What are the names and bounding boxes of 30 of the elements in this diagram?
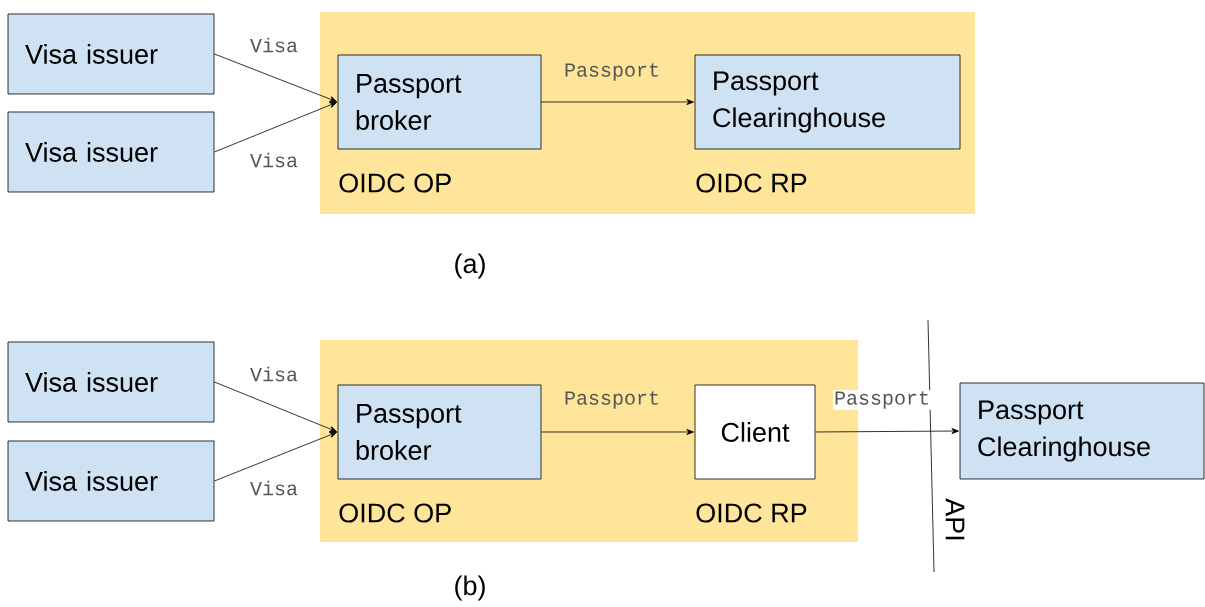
edge-label: Passport xyxy=(565,391,658,409)
arrow xyxy=(541,429,694,435)
process-box: Visa issuer xyxy=(7,440,215,522)
caption-text: (a) xyxy=(455,253,485,279)
edge-label: Visa xyxy=(250,366,298,382)
process-box: Visa issuer xyxy=(7,111,215,193)
arrow xyxy=(541,99,694,105)
process-box: Passport Clearinghouse xyxy=(694,54,961,150)
edge-label: Passport xyxy=(835,391,928,409)
caption-text: OIDC OP xyxy=(339,173,451,193)
process-box: Passport broker xyxy=(337,54,542,150)
caption-text: API xyxy=(945,498,965,540)
edge-label: Visa xyxy=(250,480,298,496)
caption-text: (b) xyxy=(455,575,485,601)
process-box: Visa issuer xyxy=(7,341,215,423)
process-box: Visa issuer xyxy=(7,13,215,95)
process-box: Passport broker xyxy=(337,384,542,480)
edge-label: Visa xyxy=(250,152,298,168)
arrow xyxy=(214,53,337,102)
edge-label: Visa xyxy=(250,37,298,53)
arrow xyxy=(214,432,337,482)
edge-label: Passport xyxy=(565,63,658,81)
arrow xyxy=(214,102,337,153)
arrow xyxy=(815,428,959,435)
process-box: Client xyxy=(694,384,816,480)
caption-text: OIDC RP xyxy=(696,173,807,193)
caption-text: OIDC RP xyxy=(696,503,807,523)
arrow xyxy=(214,381,337,432)
caption-text: OIDC OP xyxy=(339,503,451,523)
process-box: Passport Clearinghouse xyxy=(959,382,1205,480)
